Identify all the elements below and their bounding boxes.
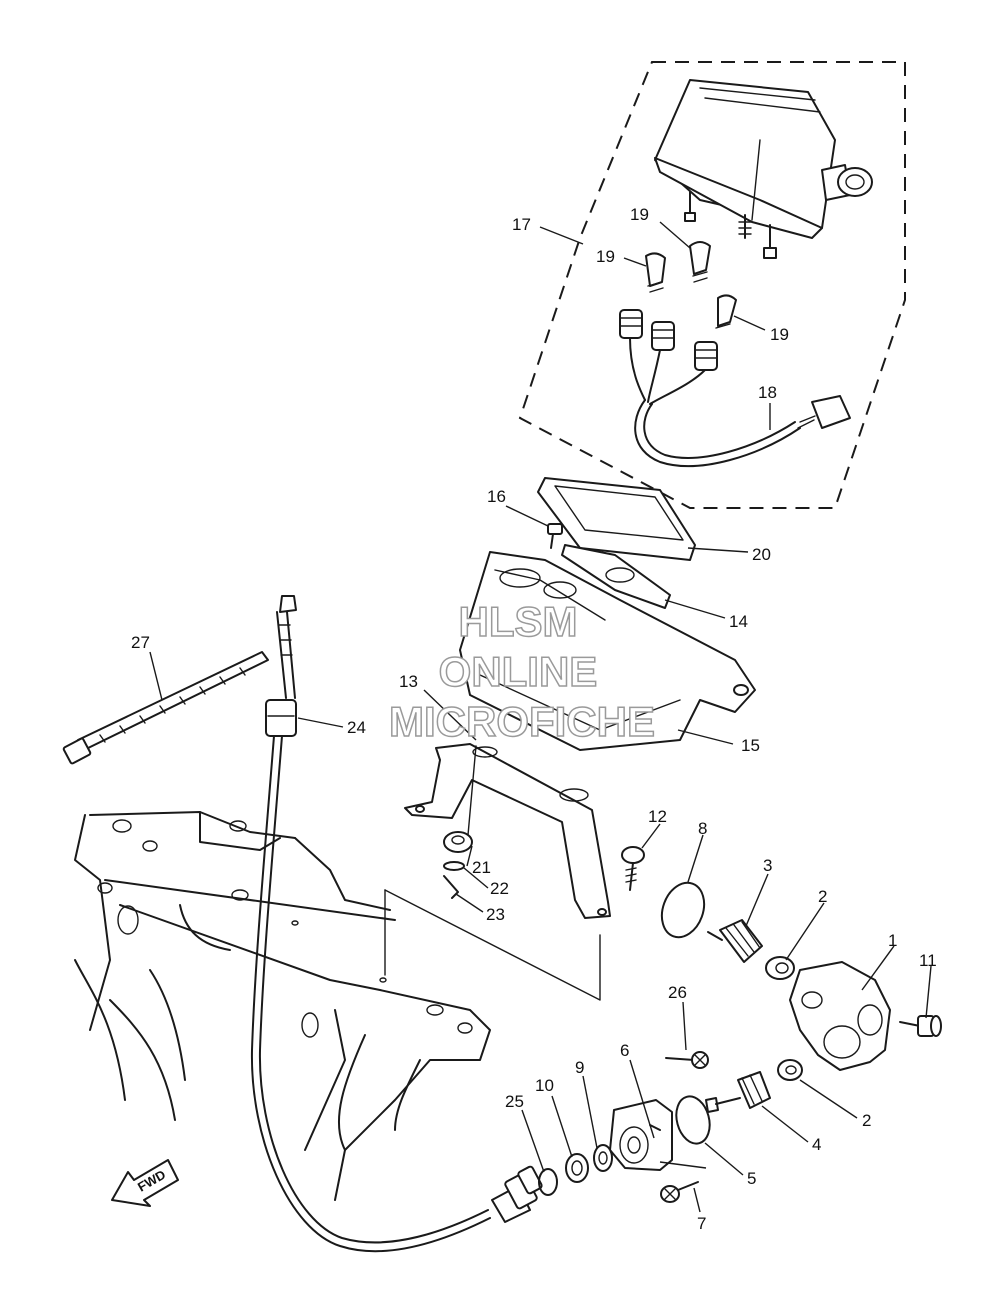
washer-22 — [443, 861, 465, 871]
bushing-2-lower — [777, 1059, 803, 1081]
watermark-line-2: ONLINE — [439, 648, 598, 695]
leader-lines — [149, 221, 932, 1213]
wire-harness — [619, 309, 851, 468]
callout-18: 18 — [758, 383, 777, 402]
forward-direction-arrow: FWD — [111, 1159, 179, 1207]
bulb-right — [715, 294, 737, 329]
speedometer-cable — [250, 595, 543, 1253]
callout-20: 20 — [752, 545, 771, 564]
bulb-left — [645, 252, 666, 293]
callout-2: 2 — [862, 1111, 871, 1130]
callout-labels: 17 19 19 19 18 16 20 14 27 24 13 15 12 8… — [131, 205, 937, 1233]
callout-6: 6 — [620, 1041, 629, 1060]
callout-17: 17 — [512, 215, 531, 234]
callout-2: 2 — [818, 887, 827, 906]
bushing-2-upper — [765, 956, 795, 980]
o-ring-25 — [538, 1168, 558, 1196]
callout-3: 3 — [763, 856, 772, 875]
screw-7 — [660, 1181, 699, 1203]
callout-23: 23 — [486, 905, 505, 924]
callout-13: 13 — [399, 672, 418, 691]
callout-10: 10 — [535, 1076, 554, 1095]
callout-22: 22 — [490, 879, 509, 898]
callout-4: 4 — [812, 1135, 821, 1154]
meter-assembly-boundary — [518, 61, 906, 509]
callout-9: 9 — [575, 1058, 584, 1077]
callout-19: 19 — [630, 205, 649, 224]
callout-24: 24 — [347, 718, 366, 737]
screw-26 — [665, 1051, 709, 1069]
grommet-21 — [443, 831, 473, 853]
callout-16: 16 — [487, 487, 506, 506]
washer-9 — [593, 1144, 613, 1172]
callout-11: 11 — [919, 951, 937, 970]
bolt-11 — [899, 1015, 942, 1037]
callout-19: 19 — [596, 247, 615, 266]
callout-1: 1 — [888, 931, 897, 950]
callout-15: 15 — [741, 736, 760, 755]
gasket — [561, 544, 671, 609]
watermark: HLSM ONLINE MICROFICHE — [388, 597, 656, 746]
o-ring-5 — [675, 1095, 711, 1145]
meter-body — [654, 79, 873, 259]
o-ring-8 — [660, 881, 706, 939]
watermark-line-3: MICROFICHE — [389, 698, 655, 745]
meter-housing — [459, 551, 756, 751]
frame — [74, 811, 601, 1201]
callout-12: 12 — [648, 807, 667, 826]
callout-26: 26 — [668, 983, 687, 1002]
callout-19: 19 — [770, 325, 789, 344]
callout-7: 7 — [697, 1214, 706, 1233]
screw-16 — [547, 523, 563, 549]
gear-housing — [789, 961, 891, 1071]
oil-seal-10 — [565, 1153, 589, 1183]
bolt-12 — [621, 846, 645, 891]
bulb-center — [689, 241, 711, 283]
watermark-line-1: HLSM — [459, 598, 578, 645]
gear-4 — [705, 1071, 771, 1113]
drive-housing-6 — [609, 1099, 673, 1171]
callout-8: 8 — [698, 819, 707, 838]
callout-27: 27 — [131, 633, 150, 652]
callout-14: 14 — [729, 612, 748, 631]
clip-23 — [443, 875, 459, 899]
callout-25: 25 — [505, 1092, 524, 1111]
gear-3 — [707, 919, 763, 963]
callout-5: 5 — [747, 1169, 756, 1188]
meter-cover — [537, 477, 696, 561]
meter-bracket — [404, 743, 611, 919]
callout-21: 21 — [472, 858, 491, 877]
cable-tie — [62, 651, 269, 765]
